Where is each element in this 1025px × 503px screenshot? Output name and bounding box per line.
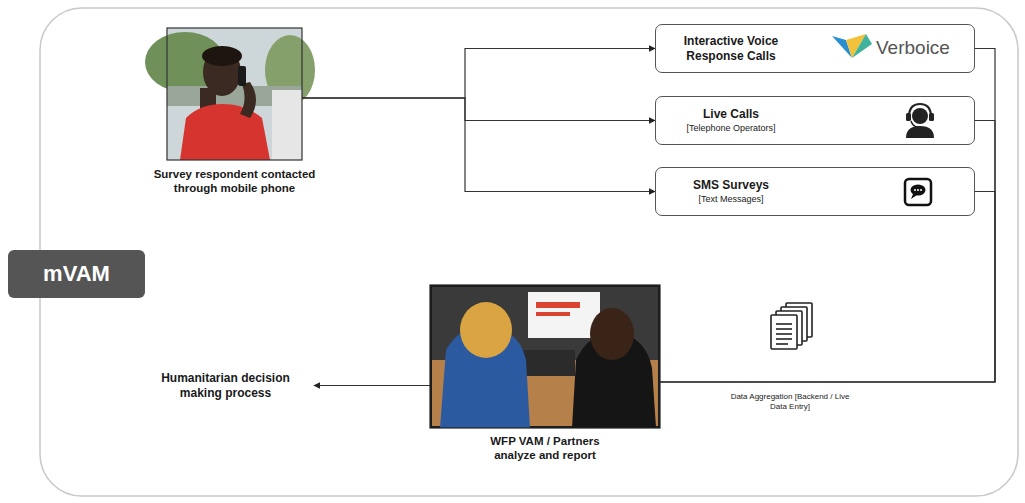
connector-line [660,121,995,383]
analysts-photo [430,285,660,428]
box-subtitle: [Text Messages] [656,194,806,205]
outcome-text-node: Humanitarian decision making process [140,366,311,405]
photo-node: Survey respondent contacted through mobi… [167,28,302,160]
outer-frame [40,8,1018,496]
process-box: SMS Surveys [Text Messages] [655,167,975,216]
box-title: SMS Surveys [656,178,806,192]
process-box: Live Calls [Telephone Operators] [655,96,975,145]
logo-wordmark: Verboice [876,37,950,60]
respondent-photo [145,28,315,160]
process-box: Interactive Voice Response Calls Verboice [655,24,975,73]
box-title: Interactive Voice Response Calls [656,34,806,63]
sms-icon [905,179,931,205]
outcome-text: Humanitarian decision making process [146,371,306,400]
box-title: Live Calls [656,107,806,121]
connector-line [302,98,655,121]
aggregation-label: Data Aggregation [Backend / Live Data En… [725,392,855,411]
connector-line [302,98,655,192]
verboice-logo [832,34,872,58]
photo-caption: WFP VAM / Partners analyze and report [475,435,615,463]
connector-line [660,192,995,383]
document-stack-icon [771,303,812,349]
system-tag: mVAM [8,250,145,298]
photo-node: WFP VAM / Partners analyze and report [430,285,660,428]
connector-line [302,49,655,99]
photo-caption: Survey respondent contacted through mobi… [147,168,322,196]
tag-text: mVAM [43,261,110,287]
operator-icon [906,104,934,138]
connector-line [314,385,430,386]
box-subtitle: [Telephone Operators] [656,123,806,134]
